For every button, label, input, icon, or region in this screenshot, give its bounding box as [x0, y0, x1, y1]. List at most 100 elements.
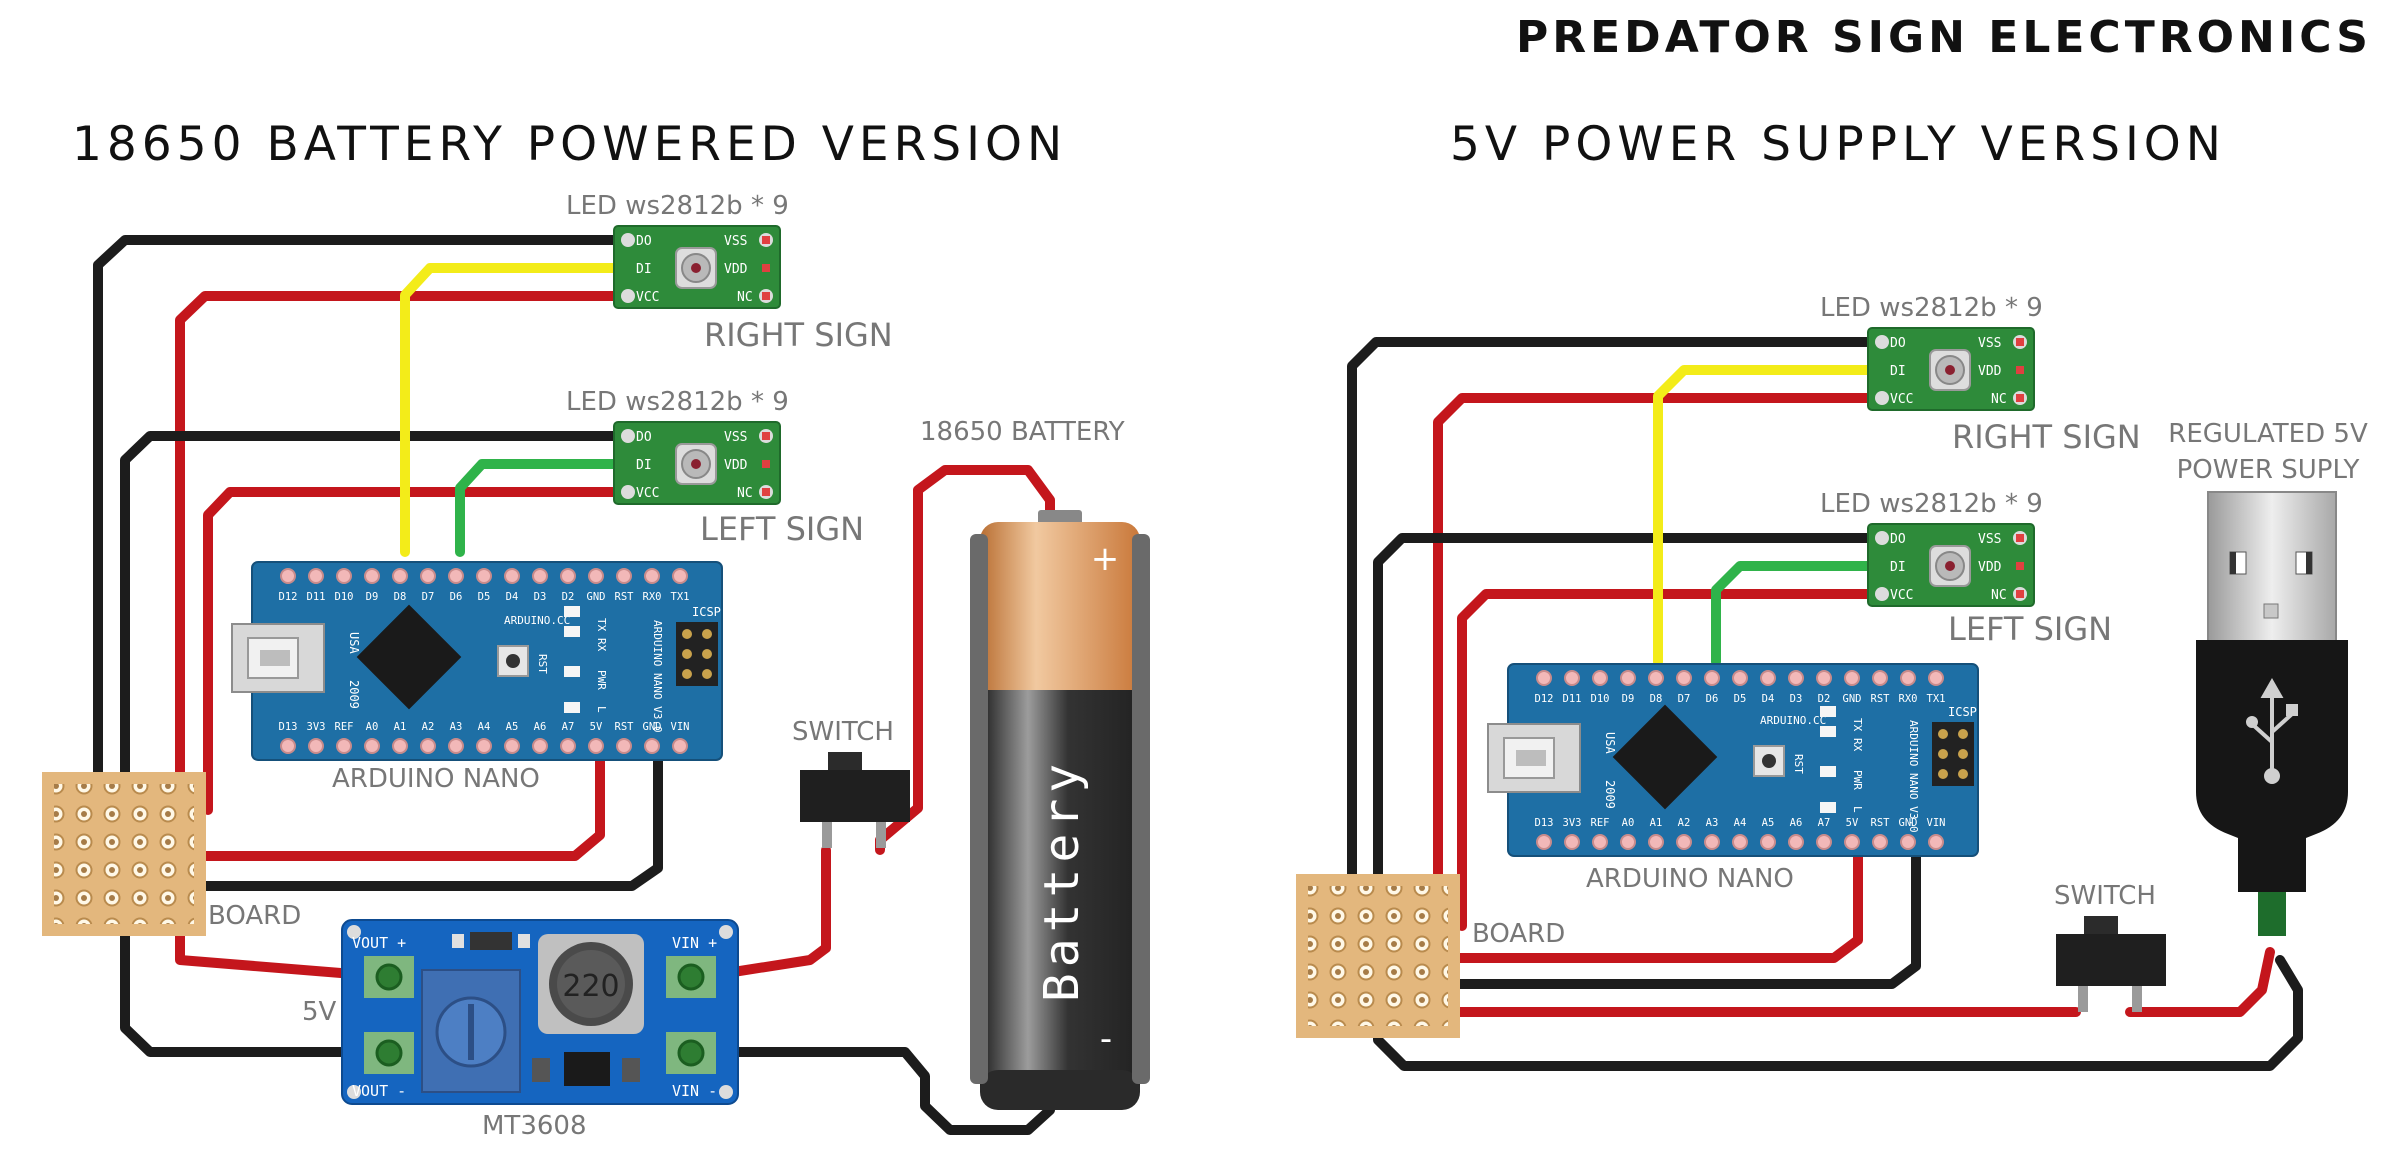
nano-pin-label: D13	[1535, 817, 1554, 829]
svg-text:2009: 2009	[347, 680, 361, 709]
nano-pin	[1788, 834, 1804, 850]
nano-pin	[560, 738, 576, 754]
nano-pin-label: RX0	[1899, 693, 1918, 705]
svg-text:VDD: VDD	[1978, 560, 2002, 575]
svg-text:VDD: VDD	[724, 458, 748, 473]
nano-pin-label: D9	[1622, 693, 1635, 705]
nano-pin	[616, 568, 632, 584]
svg-text:VCC: VCC	[1890, 392, 1913, 407]
nano-pin-label: A3	[1706, 817, 1719, 829]
power-supply-version: LED ws2812b * 9 DO DI VCC VSS VDD NC RIG…	[1296, 293, 2368, 1071]
svg-text:ARDUINO NANO V3.0: ARDUINO NANO V3.0	[1907, 720, 1920, 833]
svg-text:NC: NC	[1991, 588, 2007, 603]
inductor-value: 220	[562, 969, 619, 1004]
nano-pin	[1872, 834, 1888, 850]
svg-text:DO: DO	[636, 430, 652, 445]
svg-text:PWR: PWR	[595, 670, 608, 690]
svg-text:NC: NC	[737, 290, 753, 305]
nano-pin-label: A1	[394, 721, 407, 733]
nano-pin-label: A0	[366, 721, 379, 733]
switch-left: SWITCH	[792, 717, 910, 848]
wire-black-led1-gnd	[93, 235, 633, 815]
nano-pin-label: A7	[1818, 817, 1831, 829]
nano-pin	[280, 738, 296, 754]
svg-text:VSS: VSS	[724, 430, 747, 445]
nano-pin	[1844, 670, 1860, 686]
nano-pin	[588, 568, 604, 584]
nano-pin-label: GND	[1899, 817, 1918, 829]
wire-black-vout	[120, 910, 383, 1057]
nano-pin-label: D11	[1563, 693, 1582, 705]
nano-pin-label: D7	[422, 591, 435, 603]
nano-pin-label: TX1	[671, 591, 690, 603]
wire-red-led2-vcc	[1457, 589, 1885, 931]
protoboard-left: BOARD	[42, 772, 301, 936]
nano-pin	[1732, 834, 1748, 850]
nano-pin-label: A1	[1650, 817, 1663, 829]
wire-green-d6	[455, 459, 633, 557]
nano-pin-label: TX1	[1927, 693, 1946, 705]
nano-pin-label: A5	[506, 721, 519, 733]
svg-text:VIN +: VIN +	[672, 934, 717, 952]
nano-pin-label: RST	[615, 721, 635, 733]
svg-text:ICSP: ICSP	[692, 605, 721, 619]
nano-pin	[644, 738, 660, 754]
wire-red-vin	[703, 845, 831, 981]
nano-pin	[1928, 670, 1944, 686]
nano-pin	[1928, 834, 1944, 850]
svg-text:USA: USA	[1603, 732, 1617, 754]
nano-pin-label: REF	[1591, 817, 1610, 829]
nano-pin	[308, 738, 324, 754]
nano-pin	[1816, 670, 1832, 686]
nano-pin-label: RST	[1871, 693, 1891, 705]
nano-pin-label: D6	[1706, 693, 1719, 705]
nano-pin	[1676, 834, 1692, 850]
svg-text:ARDUINO.CC: ARDUINO.CC	[504, 614, 570, 627]
nano-pin-label: GND	[643, 721, 662, 733]
nano-pin	[532, 568, 548, 584]
nano-pin	[644, 568, 660, 584]
svg-text:DI: DI	[1890, 364, 1906, 379]
svg-text:VDD: VDD	[724, 262, 748, 277]
right-sign-label: RIGHT SIGN	[1952, 418, 2141, 456]
nano-pin	[560, 568, 576, 584]
nano-pin	[448, 738, 464, 754]
wire-black-gnd	[120, 741, 663, 891]
right-sign-label: RIGHT SIGN	[704, 316, 893, 354]
nano-pin-label: D2	[562, 591, 575, 603]
nano-pin	[280, 568, 296, 584]
led-count-label: LED ws2812b * 9	[1820, 293, 2043, 323]
nano-pin	[1788, 670, 1804, 686]
switch-right: SWITCH	[2054, 881, 2166, 1012]
nano-pin	[336, 738, 352, 754]
svg-text:2009: 2009	[1603, 780, 1617, 809]
nano-pin-label: A5	[1762, 817, 1775, 829]
nano-pin	[1900, 670, 1916, 686]
svg-text:DO: DO	[636, 234, 652, 249]
protoboard-right: BOARD	[1296, 874, 1565, 1038]
wire-red-5v	[175, 741, 605, 861]
nano-pin	[1676, 670, 1692, 686]
nano-pin	[336, 568, 352, 584]
left-wires	[93, 235, 1055, 1135]
nano-pin	[1760, 670, 1776, 686]
nano-pin-label: VIN	[671, 721, 690, 733]
nano-pin	[1536, 670, 1552, 686]
led-strip-right-sign: LED ws2812b * 9 DO DI VCC VSS VDD NC RIG…	[1820, 293, 2141, 456]
nano-pin-label: D5	[478, 591, 491, 603]
nano-pin-label: D13	[279, 721, 298, 733]
svg-text:VCC: VCC	[636, 290, 659, 305]
nano-pin-label: D9	[366, 591, 379, 603]
nano-pin-label: GND	[587, 591, 606, 603]
arduino-nano-label: ARDUINO NANO	[332, 764, 540, 794]
wire-yellow-d8	[1653, 365, 1885, 667]
nano-pin	[1620, 834, 1636, 850]
nano-pin-label: RST	[1871, 817, 1891, 829]
right-heading: 5V POWER SUPPLY VERSION	[1450, 117, 2226, 172]
nano-pin	[672, 568, 688, 584]
